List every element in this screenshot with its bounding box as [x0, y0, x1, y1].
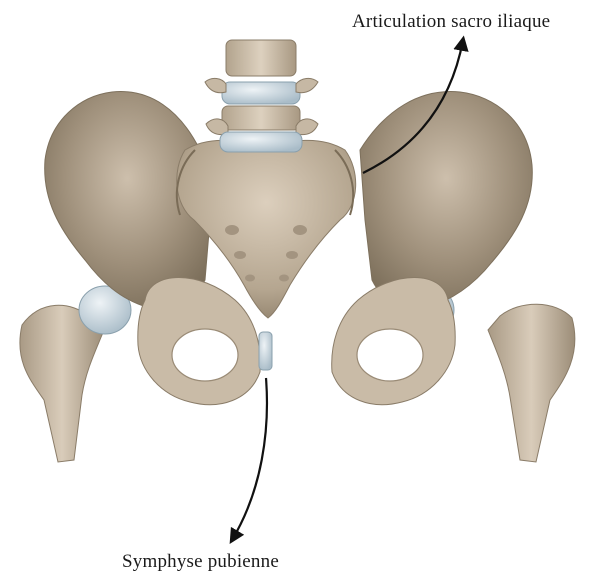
lumbosacral-disc	[220, 132, 302, 152]
intervertebral-disc	[222, 82, 300, 104]
lumbar-vertebrae	[205, 40, 318, 152]
pubic-symphysis-cartilage	[259, 332, 272, 370]
right-obturator-foramen	[357, 329, 423, 381]
pubic-ischial-ring	[138, 278, 455, 405]
left-femur	[20, 286, 131, 462]
symphysis-arrow	[232, 378, 267, 540]
sacroiliac-label: Articulation sacro iliaque	[352, 11, 550, 33]
left-obturator-foramen	[172, 329, 238, 381]
right-ilium	[360, 92, 532, 309]
pubic-symphysis-label: Symphyse pubienne	[122, 551, 279, 573]
